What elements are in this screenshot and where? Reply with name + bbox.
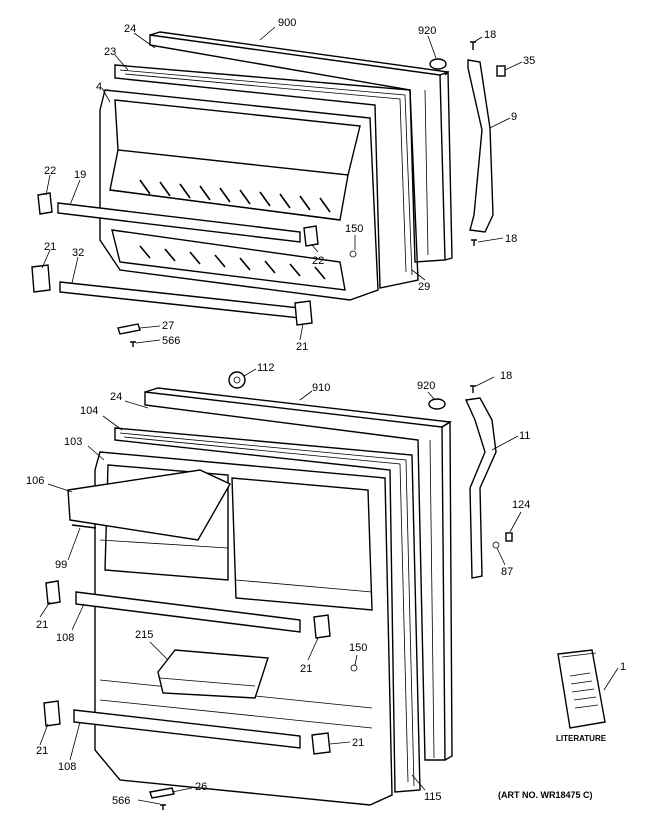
callout: 566	[112, 795, 130, 807]
callout: 11	[519, 430, 530, 442]
callout: 23	[104, 46, 116, 58]
callout-labels-bottom: 112 910 920 18 24 104 11 103 106 124 99 …	[26, 362, 626, 807]
callout: 21	[300, 663, 312, 675]
callout: 900	[278, 17, 296, 29]
callout: 115	[424, 791, 442, 803]
callout: 22	[312, 255, 324, 267]
literature-booklet-icon	[557, 649, 606, 729]
callout: 24	[124, 23, 136, 35]
callout: 99	[55, 559, 67, 571]
callout: 9	[511, 111, 517, 123]
callout: 24	[110, 391, 122, 403]
callout: 112	[257, 362, 275, 374]
callout: 150	[345, 223, 363, 235]
callout: 21	[36, 745, 48, 757]
callout: 18	[505, 233, 517, 245]
callout: 1	[620, 661, 626, 673]
callout: 18	[500, 370, 512, 382]
callout: 124	[512, 499, 530, 511]
callout: 215	[135, 629, 153, 641]
callout: 108	[56, 632, 74, 644]
callout: 21	[36, 619, 48, 631]
callout: 26	[195, 781, 207, 793]
callout: 27	[162, 320, 174, 332]
callout: 87	[501, 566, 513, 578]
callout: 108	[58, 761, 76, 773]
callout: 106	[26, 475, 44, 487]
callout: 18	[484, 29, 496, 41]
literature-label: LITERATURE	[556, 734, 607, 743]
callout: 920	[417, 380, 435, 392]
fresh-food-door-assembly	[39, 368, 619, 810]
callout: 19	[74, 169, 86, 181]
callout: 22	[44, 165, 56, 177]
callout: 32	[72, 247, 84, 259]
freezer-shelf-ribs-lower	[139, 245, 326, 280]
callout: 35	[523, 55, 535, 67]
art-number: (ART NO. WR18475 C)	[498, 790, 593, 800]
callout: 920	[418, 25, 436, 37]
callout: 21	[296, 341, 308, 353]
callout: 566	[162, 335, 180, 347]
callout: 910	[312, 382, 330, 394]
freezer-shelf-ribs-upper	[139, 179, 331, 213]
callout: 103	[64, 436, 82, 448]
callout: 4	[96, 81, 102, 93]
callout: 104	[80, 405, 98, 417]
callout: 150	[349, 642, 367, 654]
freezer-door-assembly	[31, 26, 523, 347]
callout: 21	[44, 241, 56, 253]
callout-labels-top: 24 900 920 18 35 23 9 4 22 19 150 22 18 …	[44, 17, 535, 353]
callout: 29	[418, 281, 430, 293]
callout: 21	[352, 737, 364, 749]
